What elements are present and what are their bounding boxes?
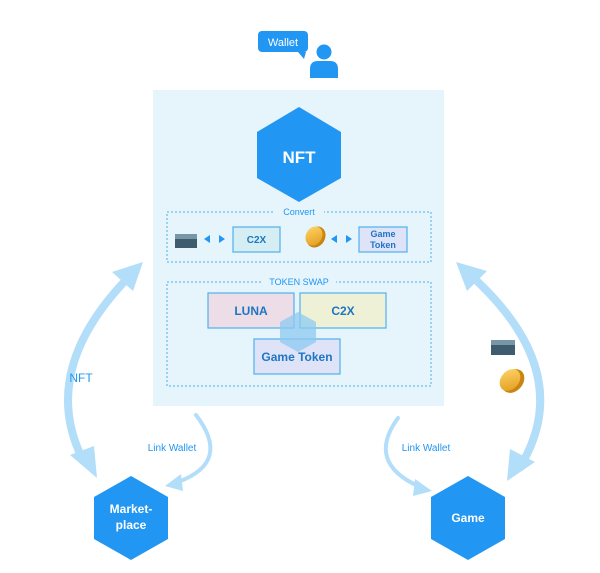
game-flow-arrow xyxy=(456,262,545,481)
wallet-label: Wallet xyxy=(268,37,298,49)
swap-game-token-label: Game Token xyxy=(261,350,332,364)
left-link-wallet-label: Link Wallet xyxy=(148,443,197,454)
user-icon xyxy=(310,44,338,78)
block-icon xyxy=(491,340,515,355)
swap-hub-hexagon xyxy=(280,312,316,352)
left-link-wallet-arrow xyxy=(165,413,213,491)
coin-icon xyxy=(499,369,525,393)
left-nft-label: NFT xyxy=(69,371,93,385)
double-arrow-icon xyxy=(331,235,352,243)
convert-label: Convert xyxy=(283,207,315,217)
token-swap-label: TOKEN SWAP xyxy=(269,277,329,287)
luna-box: LUNA xyxy=(207,292,295,329)
nft-title: NFT xyxy=(282,148,316,167)
nft-flow-arrow xyxy=(64,262,143,478)
right-link-wallet-label: Link Wallet xyxy=(402,443,451,454)
wallet-callout: Wallet xyxy=(258,31,308,59)
game-label: Game xyxy=(451,511,485,525)
coin-icon xyxy=(305,226,326,248)
convert-game-token-line2: Token xyxy=(370,240,396,250)
convert-c2x-label: C2X xyxy=(247,235,267,246)
game-token-convert-box: Game Token xyxy=(358,226,408,253)
convert-game-token-line1: Game xyxy=(370,229,395,239)
swap-c2x-label: C2X xyxy=(331,304,354,318)
marketplace-hexagon[interactable]: Market- place xyxy=(94,476,168,560)
marketplace-line2: place xyxy=(116,518,147,532)
block-icon xyxy=(175,234,197,248)
luna-label: LUNA xyxy=(234,304,268,318)
game-hexagon[interactable]: Game xyxy=(431,476,505,560)
marketplace-line1: Market- xyxy=(110,502,153,516)
double-arrow-icon xyxy=(204,235,225,243)
right-link-wallet-arrow xyxy=(383,416,432,496)
c2x-convert-box: C2X xyxy=(232,226,281,253)
nft-hexagon: NFT xyxy=(257,107,341,202)
